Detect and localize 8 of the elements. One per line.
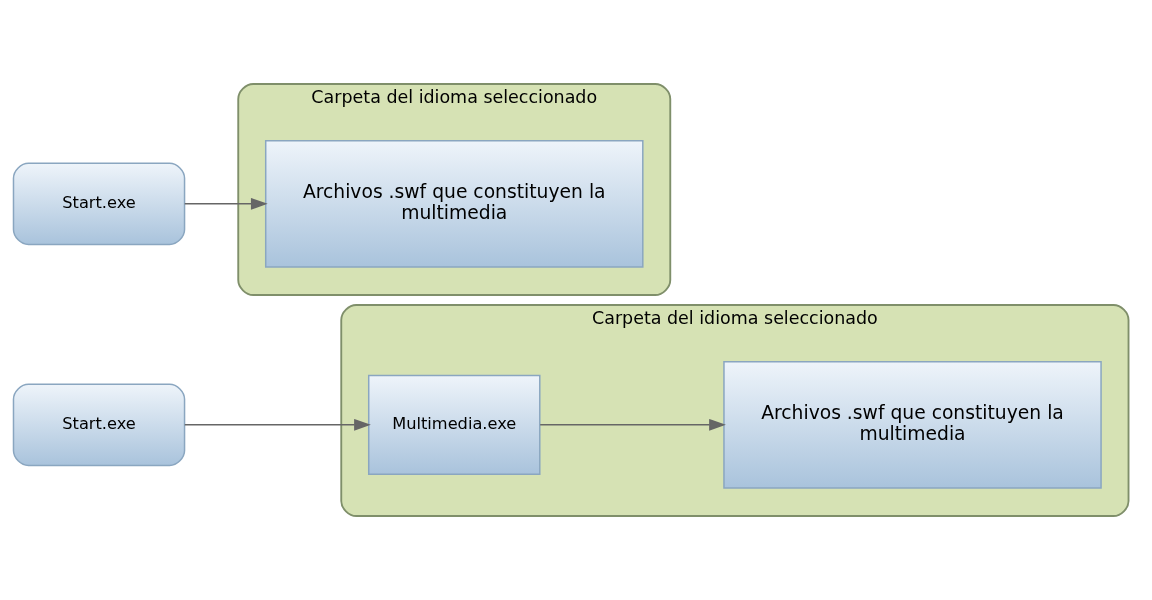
arrow xyxy=(184,198,268,210)
arrow xyxy=(539,419,726,431)
node-box: Start.exe xyxy=(12,162,186,246)
node-box: Multimedia.exe xyxy=(367,374,541,475)
arrow xyxy=(184,419,371,431)
node-box: Start.exe xyxy=(12,383,186,467)
node-box: Archivos .swf que constituyen la multimedia xyxy=(264,140,644,268)
node-box: Archivos .swf que constituyen la multimedia xyxy=(723,361,1102,489)
